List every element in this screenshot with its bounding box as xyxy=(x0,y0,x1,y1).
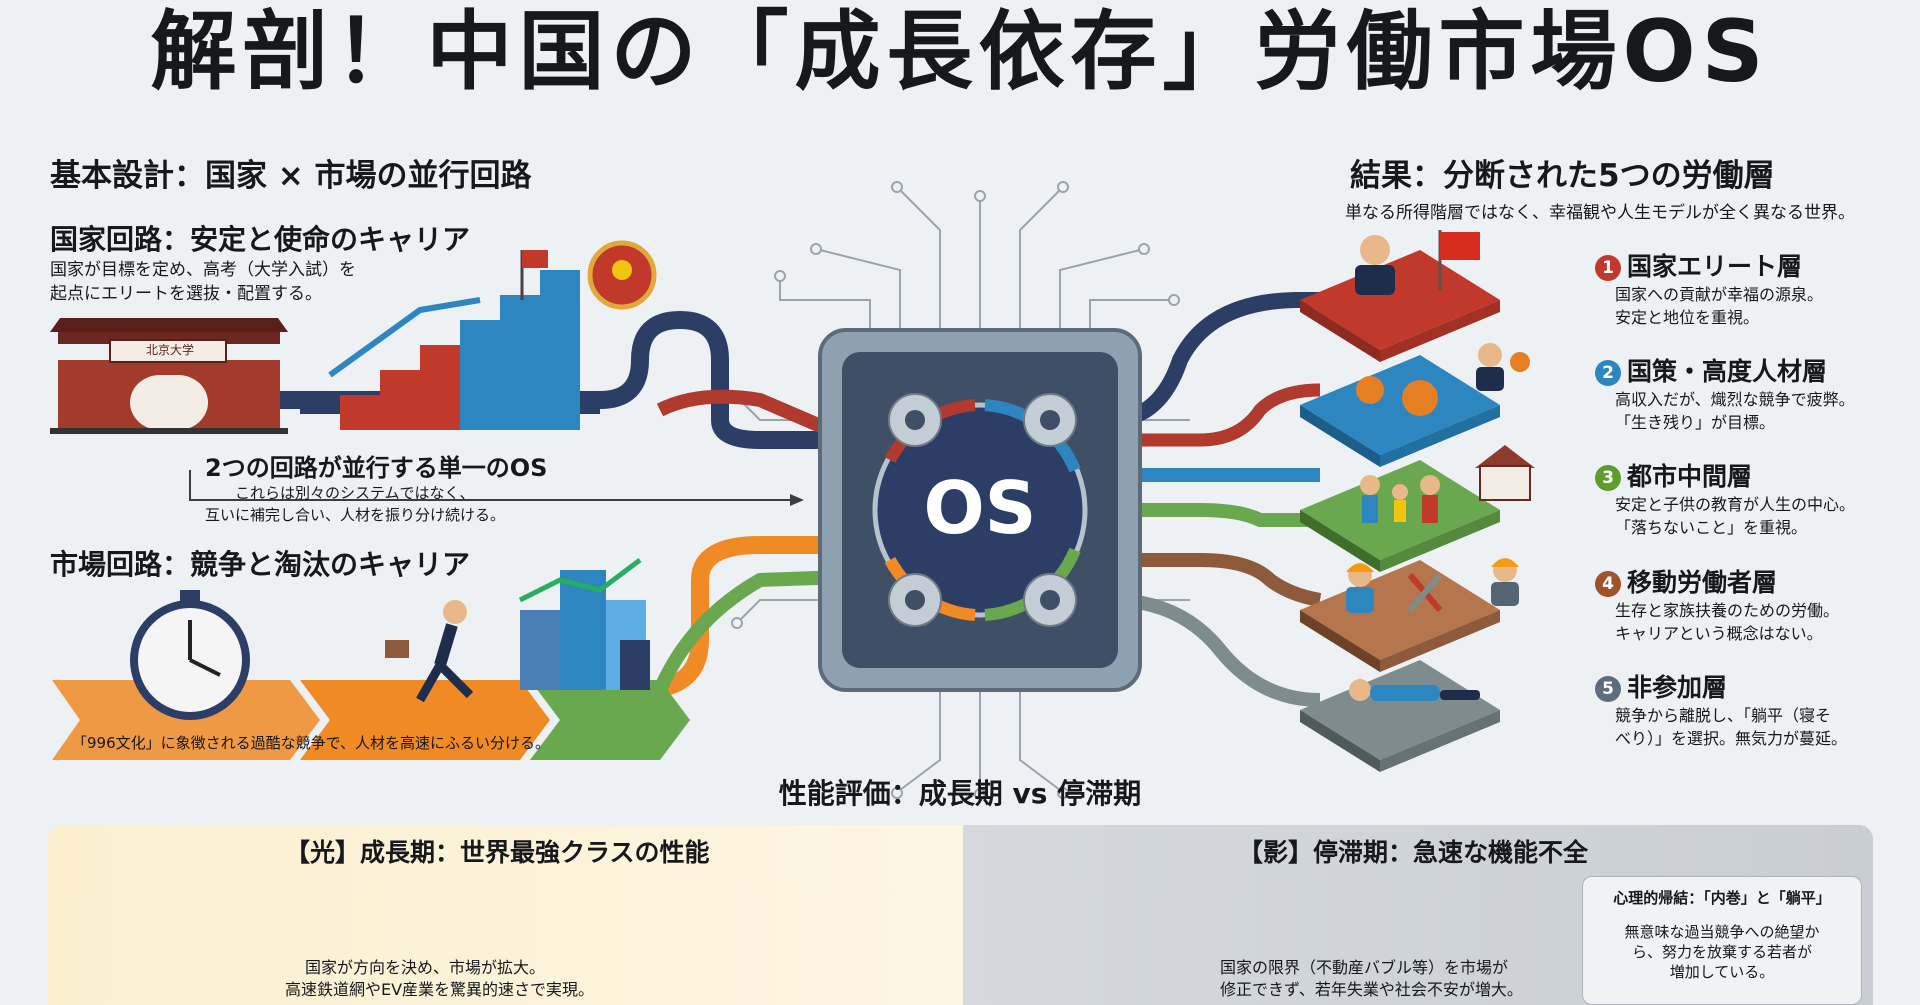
layer-4-desc-1: 生存と家族扶養のための労働。 xyxy=(1615,601,1840,620)
buildings-illustration xyxy=(518,558,650,690)
os-chip-label: OS xyxy=(923,466,1037,550)
layer-2-desc-2: 「生き残り」が目標。 xyxy=(1615,413,1776,432)
layer-5-badge: 5 xyxy=(1595,676,1621,702)
layer-1-title: 国家エリート層 xyxy=(1627,252,1803,281)
state-circuit-title: 国家回路：安定と使命のキャリア xyxy=(50,223,471,256)
market-circuit-desc: 「996文化」に象徴される過酷な競争で、人材を高速にふるい分ける。 xyxy=(72,734,551,752)
layer-3-desc-1: 安定と子供の教育が人生の中心。 xyxy=(1615,495,1856,514)
stairs-illustration xyxy=(328,250,580,430)
elite-icon xyxy=(1355,230,1480,295)
shadow-desc-2: 修正できず、若年失業や社会不安が増大。 xyxy=(1220,980,1523,999)
left-heading: 基本設計：国家 × 市場の並行回路 xyxy=(50,158,532,194)
single-os-desc-1: これらは別々のシステムではなく、 xyxy=(235,484,475,502)
gear-icon xyxy=(1356,352,1530,416)
light-panel xyxy=(48,825,963,1005)
market-arrows xyxy=(52,680,690,760)
shadow-title: 【影】停滞期：急速な機能不全 xyxy=(1238,838,1589,867)
layer-3-desc-2: 「落ちないこと」を重視。 xyxy=(1615,518,1808,537)
layer-2-badge: 2 xyxy=(1595,360,1621,386)
light-desc-2: 高速鉄道網やEV産業を驚異的速さで実現。 xyxy=(285,980,595,999)
state-circuit-desc-2: 起点にエリートを選抜・配置する。 xyxy=(50,284,322,304)
state-circuit-desc-1: 国家が目標を定め、高考（大学入試）を xyxy=(50,260,356,280)
house-icon xyxy=(1475,445,1535,501)
psych-desc-1: 無意味な過当競争への絶望か xyxy=(1624,923,1820,941)
wrench-icon xyxy=(1407,573,1443,612)
shadow-desc-1: 国家の限界（不動産バブル等）を市場が xyxy=(1220,958,1509,977)
gate-sign: 北京大学 xyxy=(145,343,194,357)
single-os-title: 2つの回路が並行する単一のOS xyxy=(205,454,548,482)
os-chip xyxy=(818,328,1142,692)
worker-icon xyxy=(1346,558,1519,613)
performance-heading: 性能評価：成長期 vs 停滞期 xyxy=(778,777,1142,810)
right-subheading: 単なる所得階層ではなく、幸福観や人生モデルが全く異なる世界。 xyxy=(1345,203,1855,223)
light-desc-1: 国家が方向を決め、市場が拡大。 xyxy=(305,958,546,977)
layer-5-desc-1: 競争から離脱し、「躺平（寝そ xyxy=(1615,706,1832,725)
market-circuit-title: 市場回路：競争と淘汰のキャリア xyxy=(50,548,471,581)
layer-2-desc-1: 高収入だが、熾烈な競争で疲弊。 xyxy=(1615,390,1855,409)
single-os-desc-2: 互いに補完し合い、人材を振り分け続ける。 xyxy=(205,506,506,524)
psych-desc-2: ら、努力を放棄する若者が xyxy=(1631,943,1812,961)
layer-2-title: 国策・高度人材層 xyxy=(1627,357,1828,386)
family-icon xyxy=(1360,475,1440,523)
emblem-illustration xyxy=(587,240,657,310)
psych-desc-3: 増加している。 xyxy=(1669,963,1775,981)
layer-1-desc-2: 安定と地位を重視。 xyxy=(1615,308,1760,327)
layer-1-badge: 1 xyxy=(1595,255,1621,281)
professional-icon xyxy=(1476,343,1504,391)
psych-box: 心理的帰結：「内巻」と「躺平」 無意味な過当競争への絶望か ら、努力を放棄する若… xyxy=(1582,876,1862,1005)
layer-3-title: 都市中間層 xyxy=(1627,462,1753,491)
layer-3-badge: 3 xyxy=(1595,465,1621,491)
runner-illustration xyxy=(385,600,474,703)
layer-tiles xyxy=(1300,250,1500,772)
lying-person-icon xyxy=(1349,679,1480,701)
layer-1-desc-1: 国家への貢献が幸福の源泉。 xyxy=(1615,285,1824,304)
right-heading: 結果：分断された5つの労働層 xyxy=(1350,158,1775,194)
layer-4-desc-2: キャリアという概念はない。 xyxy=(1615,624,1823,643)
layer-4-title: 移動労働者層 xyxy=(1627,568,1778,597)
layer-4-badge: 4 xyxy=(1595,571,1621,597)
main-title: 解剖！中国の「成長依存」労働市場OS xyxy=(150,2,1770,102)
layer-5-title: 非参加層 xyxy=(1627,673,1728,702)
light-title: 【光】成長期：世界最強クラスの性能 xyxy=(285,838,710,867)
stopwatch-illustration xyxy=(130,590,250,720)
gate-illustration xyxy=(50,318,288,434)
layer-5-desc-2: べり）」を選択。無気力が蔓延。 xyxy=(1615,729,1848,748)
psych-title: 心理的帰結：「内巻」と「躺平」 xyxy=(1613,889,1831,907)
